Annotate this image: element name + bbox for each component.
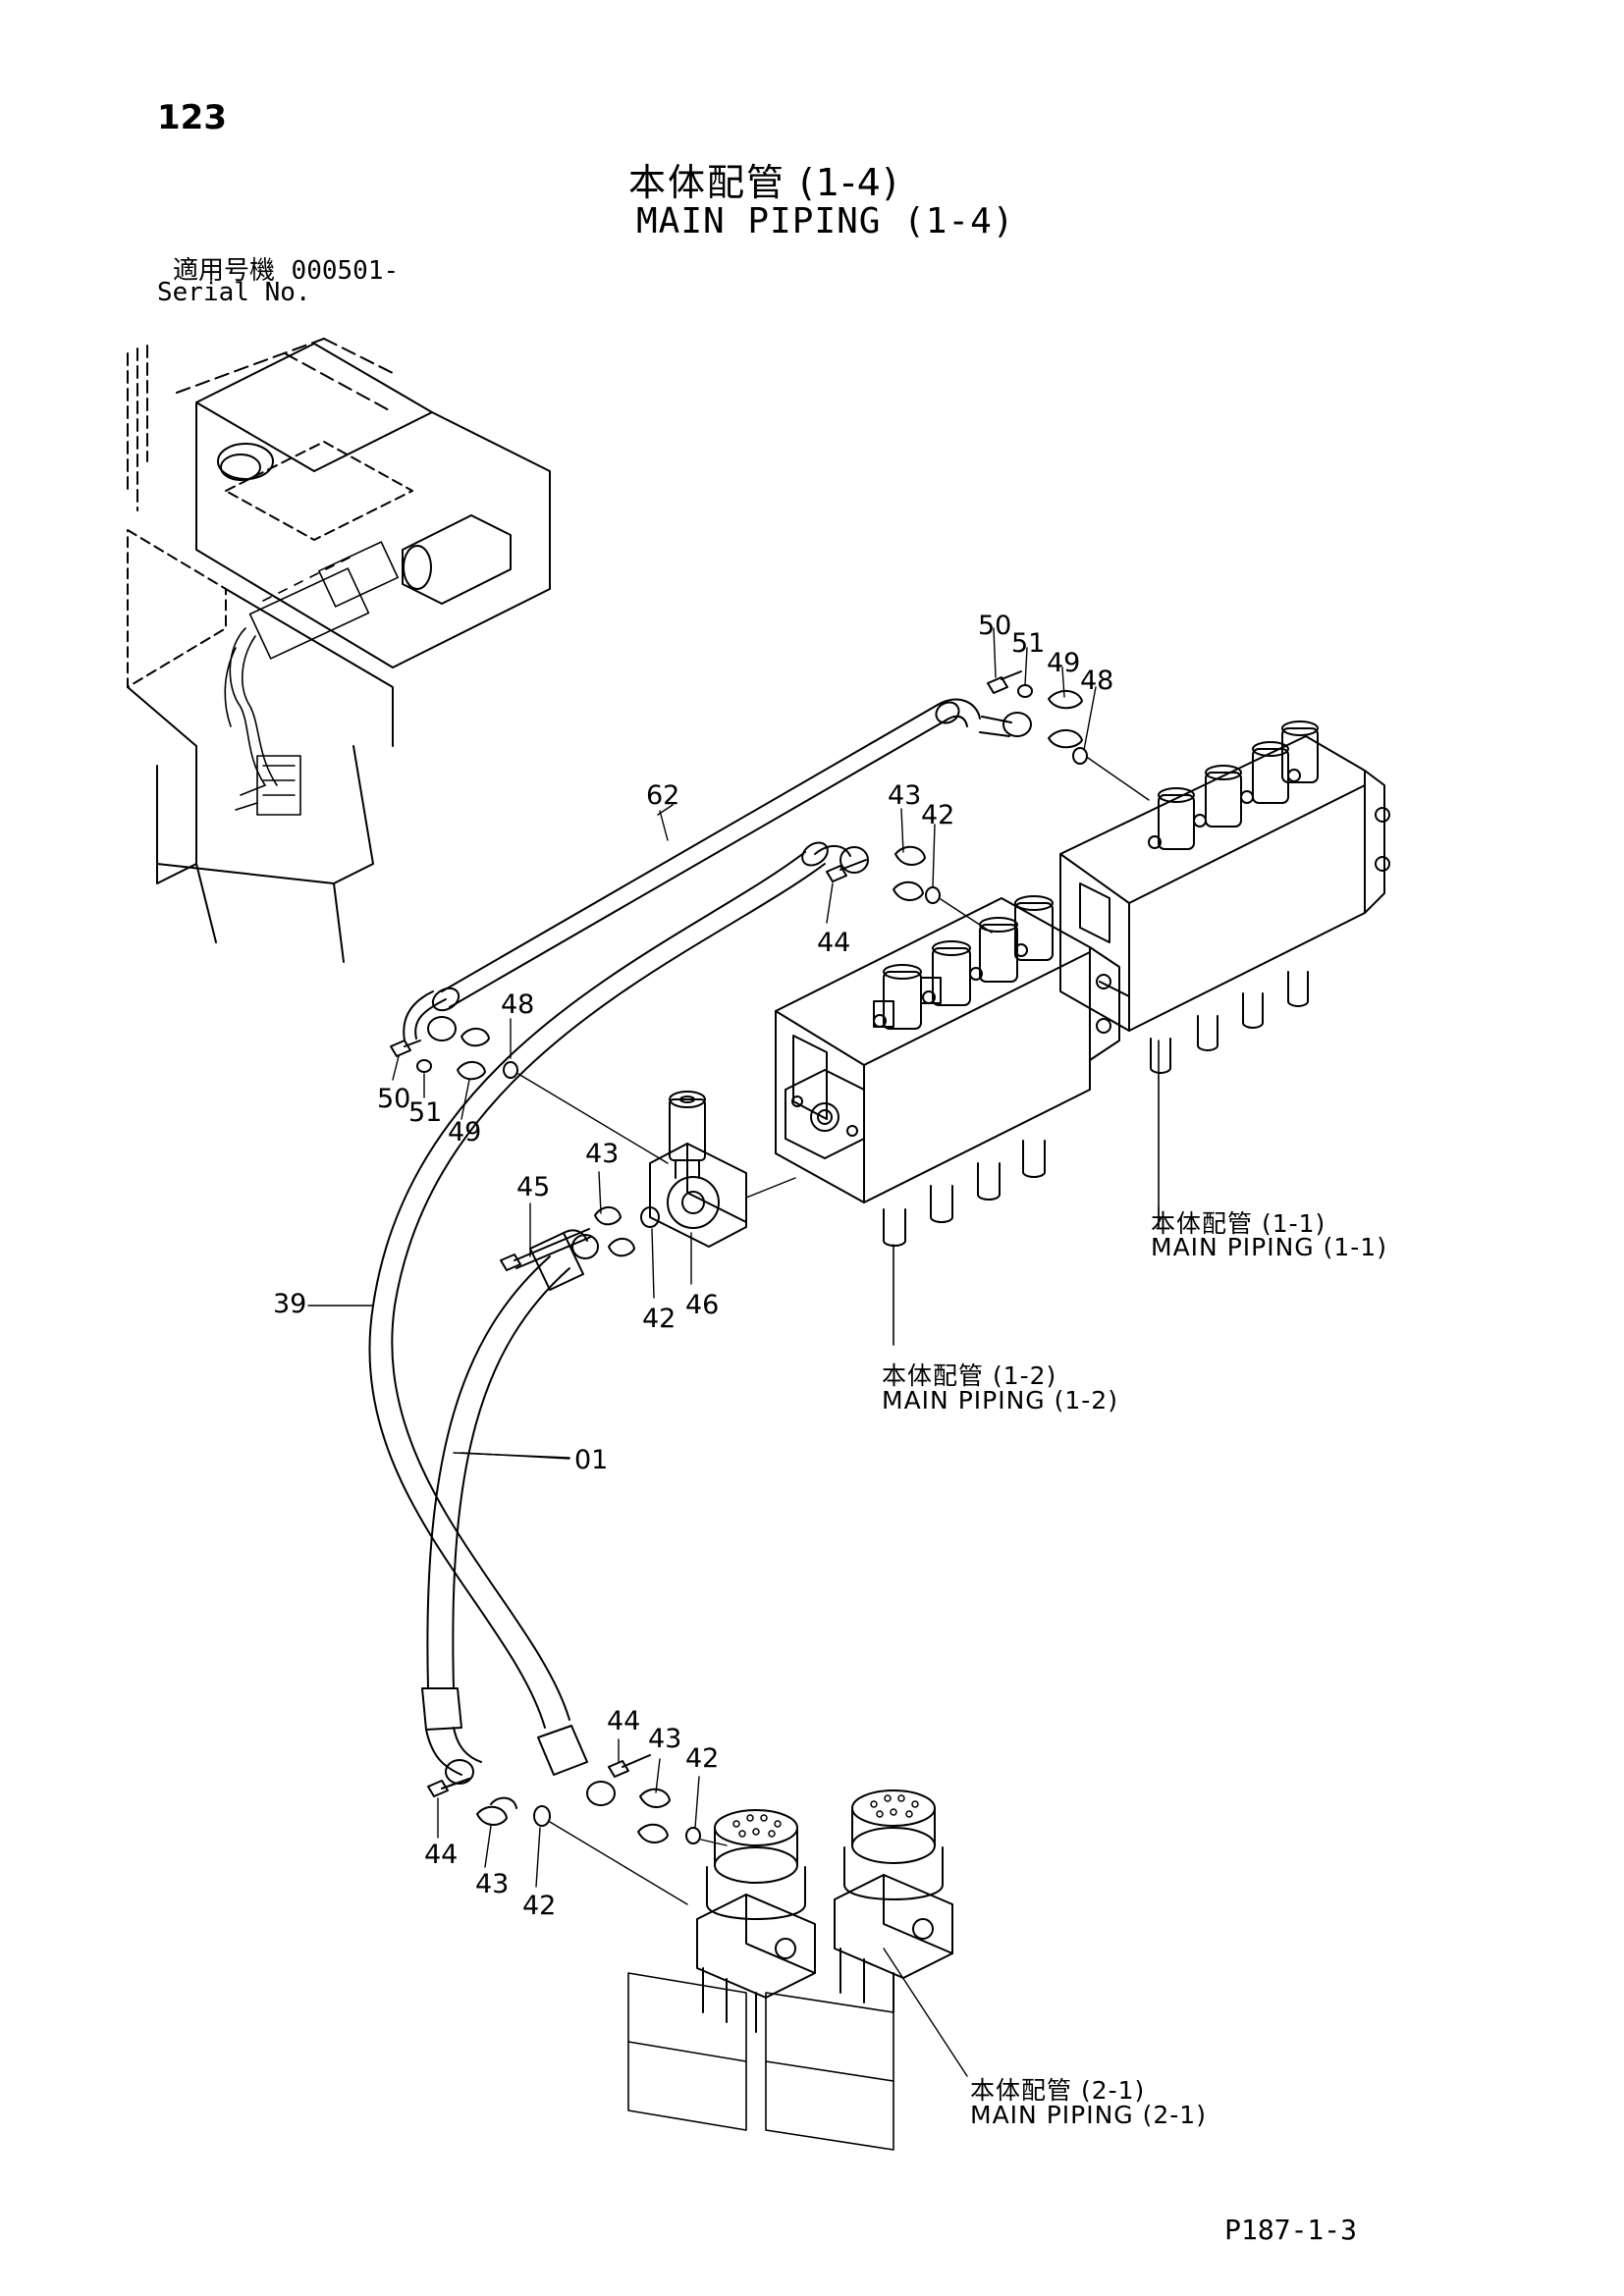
ref-main-piping-2-1-jp: 本体配管 (2-1): [970, 2076, 1146, 2105]
callout-44-lower-left: 44: [424, 1840, 459, 1870]
callout-51-left: 51: [408, 1097, 443, 1128]
callout-43-lower-right: 43: [648, 1724, 682, 1754]
elbow-block-46: [649, 1091, 796, 1248]
callout-43-mid: 43: [585, 1139, 620, 1169]
ref-main-piping-1-1-jp: 本体配管 (1-1): [1151, 1209, 1326, 1238]
pipe-62: [403, 698, 1032, 1041]
callout-49-top: 49: [1047, 648, 1081, 678]
control-valve-rear: [1059, 721, 1390, 1228]
callout-43-upper: 43: [888, 780, 922, 811]
callout-62: 62: [646, 780, 680, 811]
title-english: MAIN PIPING (1-4): [636, 201, 1015, 241]
hardware-middle: [500, 1171, 692, 1299]
hardware-lower-right: [608, 1738, 728, 1846]
page-number: 123: [157, 98, 227, 137]
ref-main-piping-2-1-en: MAIN PIPING (2-1): [970, 2101, 1207, 2129]
callout-49-left: 49: [448, 1117, 482, 1148]
callout-01: 01: [574, 1445, 609, 1475]
pump-assembly: [627, 1789, 968, 2151]
callout-44-lower-right: 44: [607, 1706, 641, 1736]
callout-42-mid: 42: [642, 1304, 677, 1334]
title-japanese: 本体配管 (1-4): [628, 161, 899, 204]
callout-39: 39: [273, 1289, 307, 1319]
serial-label-english: Serial No.: [157, 278, 311, 307]
hardware-lower-left: [427, 1778, 688, 1905]
machine-overview-inset: [127, 338, 551, 963]
pipe-01: [421, 1229, 599, 1785]
callout-50-top: 50: [978, 611, 1012, 641]
hardware-left: [390, 1018, 669, 1164]
callout-44-upper: 44: [817, 928, 851, 958]
callout-50-left: 50: [377, 1084, 411, 1114]
callout-48-left: 48: [501, 989, 535, 1020]
control-valve-front: [775, 895, 1120, 1346]
callout-45: 45: [516, 1172, 551, 1202]
callout-42-upper: 42: [921, 800, 955, 830]
leader-lines: [307, 810, 1160, 1460]
callout-51-top: 51: [1011, 628, 1046, 659]
hose-39: [368, 841, 869, 1806]
ref-main-piping-1-2-jp: 本体配管 (1-2): [882, 1362, 1057, 1390]
hardware-upper-middle: [826, 808, 993, 934]
hardware-top-right: [987, 627, 1150, 801]
footer-code: P187-1-3: [1224, 2214, 1357, 2246]
ref-main-piping-1-1-en: MAIN PIPING (1-1): [1151, 1233, 1387, 1261]
serial-number-value: 000501-: [291, 256, 400, 286]
callout-48-top: 48: [1080, 666, 1114, 696]
ref-main-piping-1-2-en: MAIN PIPING (1-2): [882, 1386, 1118, 1415]
callout-42-lower-right: 42: [685, 1743, 720, 1774]
callout-46: 46: [685, 1290, 720, 1320]
callout-42-lower-left: 42: [522, 1891, 557, 1921]
serial-label-japanese: 適用号機 000501-: [173, 250, 399, 287]
callout-43-lower-left: 43: [475, 1869, 510, 1899]
serial-label-jp-text: 適用号機: [173, 256, 276, 286]
